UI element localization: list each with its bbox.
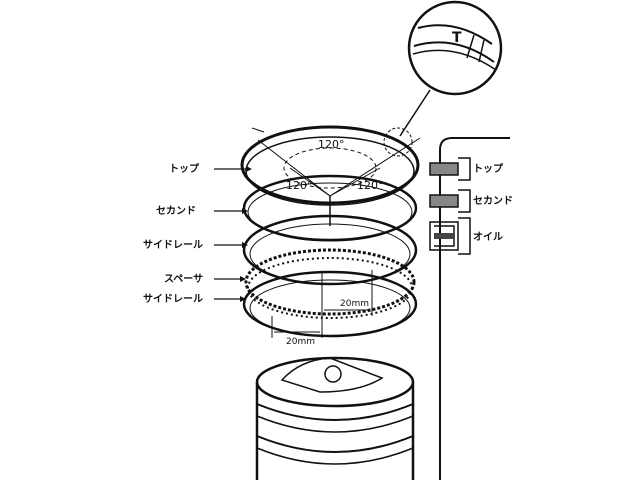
label-side-rail-upper: サイドレール bbox=[143, 239, 203, 251]
detail-callout: T bbox=[383, 0, 503, 157]
label-second-ring: セカンド bbox=[156, 205, 196, 217]
label-section-second: セカンド bbox=[473, 195, 513, 207]
second-ring bbox=[242, 174, 418, 242]
dimension-label-2: 20mm bbox=[286, 337, 315, 347]
right-labels: トップ セカンド オイル bbox=[473, 162, 513, 243]
label-top-ring: トップ bbox=[169, 162, 200, 175]
piston-cross-section bbox=[429, 137, 510, 480]
angle-label-top: 120° bbox=[318, 138, 345, 151]
dimension-label-1: 20mm bbox=[340, 299, 369, 309]
label-section-oil: オイル bbox=[473, 231, 503, 243]
label-side-rail-lower: サイドレール bbox=[143, 293, 203, 305]
oil-ring-set: 20mm 20mm bbox=[242, 214, 418, 347]
label-section-top: トップ bbox=[473, 162, 504, 175]
label-spacer: スペーサ bbox=[164, 273, 203, 285]
detail-mark-text: T bbox=[452, 30, 462, 46]
left-labels: トップ セカンド サイドレール スペーサ サイドレール bbox=[143, 162, 252, 305]
piston bbox=[255, 356, 415, 480]
